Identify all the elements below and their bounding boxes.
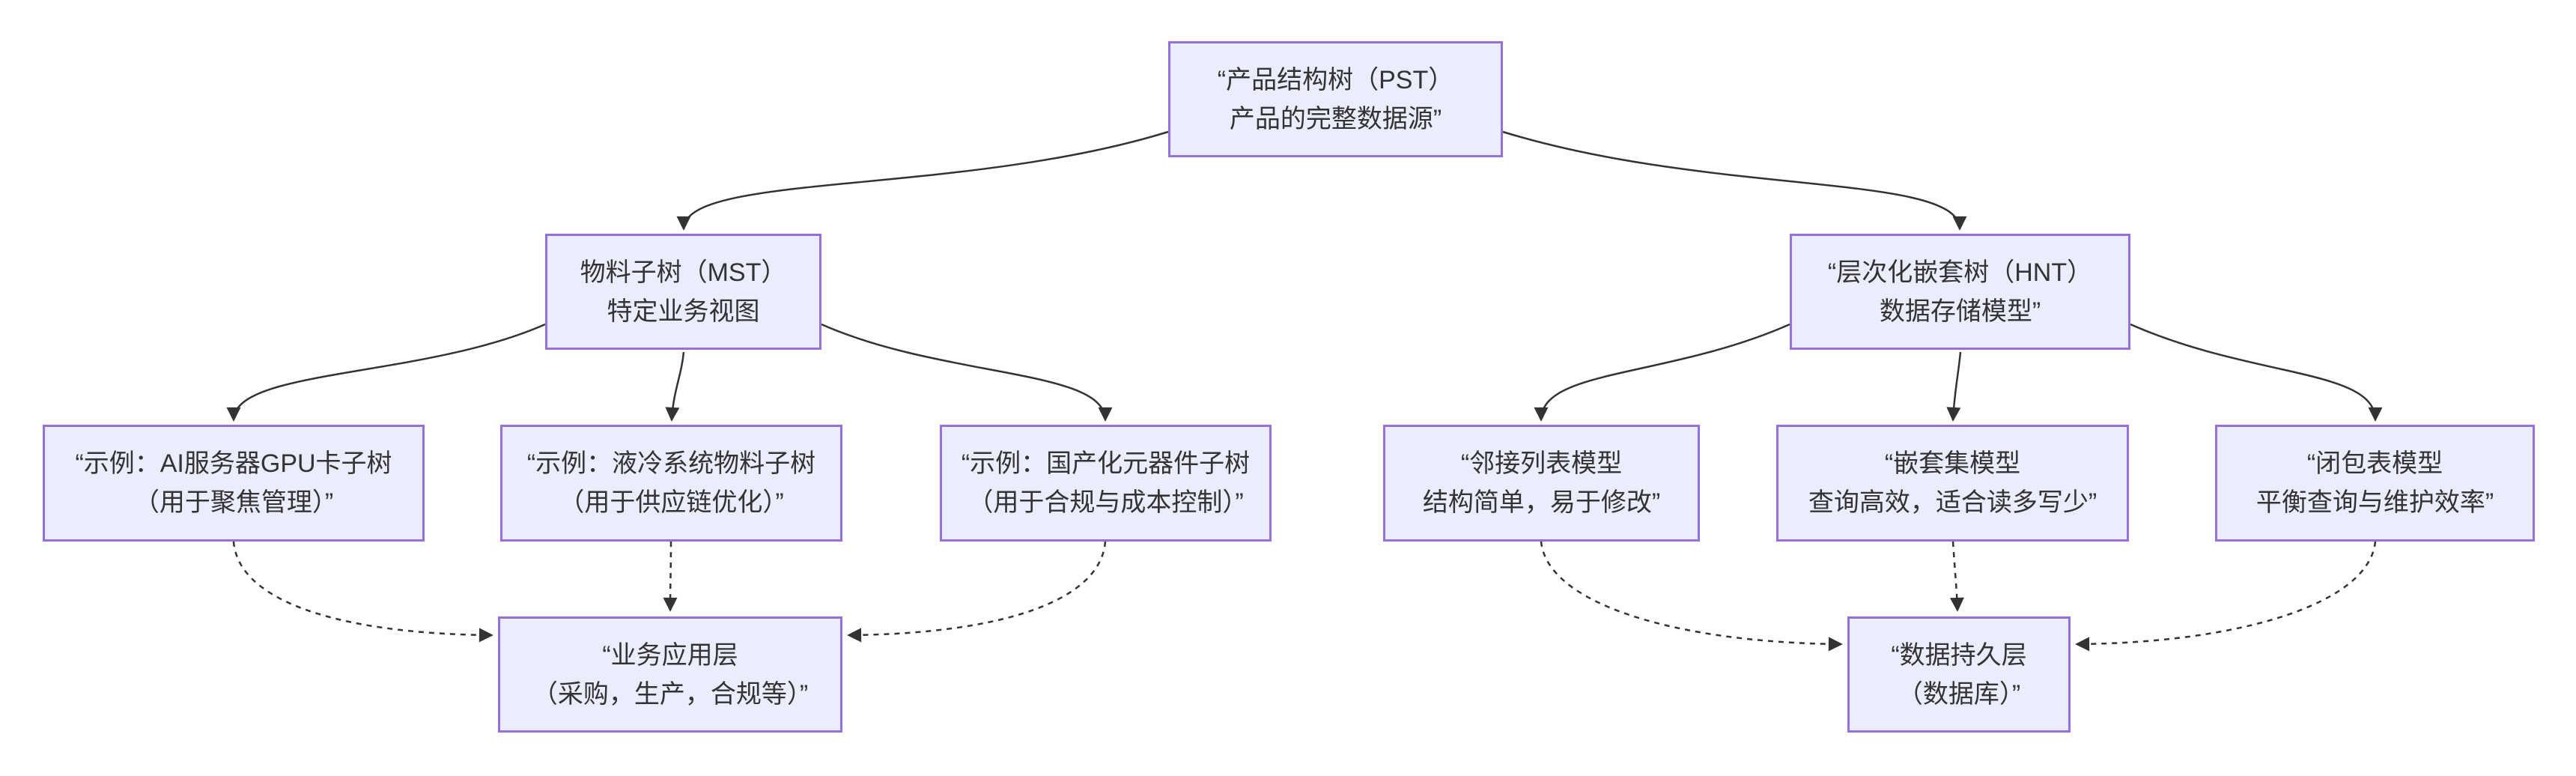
node-nested-set-model: “嵌套集模型 查询高效，适合读多写少” [1776,425,2129,542]
edge-root-mst [676,130,1169,231]
node-label-line: 特定业务视图 [607,297,760,326]
edge-nested-set-persistence [1949,541,1964,612]
node-label-line: “业务应用层 [602,640,738,670]
node-label-line: 查询高效，适合读多写少” [1808,488,2097,517]
node-example-domestic-subtree: “示例：国产化元器件子树 （用于合规与成本控制）” [940,425,1272,542]
node-label-line: “示例：国产化元器件子树 [961,449,1251,478]
node-label-line: “闭包表模型 [2306,449,2443,478]
node-label-line: 产品的完整数据源” [1229,104,1442,133]
node-label-line: “产品结构树（PST） [1217,65,1454,94]
node-business-application-layer: “业务应用层 （采购，生产，合规等）” [498,616,842,733]
node-label-line: 物料子树（MST） [580,258,787,287]
node-label-line: “嵌套集模型 [1884,449,2021,478]
node-label-line: 平衡查询与维护效率” [2255,488,2494,517]
node-hierarchical-nested-tree: “层次化嵌套树（HNT） 数据存储模型” [1790,234,2130,350]
node-label-line: 结构简单，易于修改” [1422,488,1661,517]
node-label-line: “示例：AI服务器GPU卡子树 [75,449,392,478]
node-label-line: “数据持久层 [1891,640,2027,670]
node-label-line: “层次化嵌套树（HNT） [1827,258,2093,287]
node-label-line: （采购，生产，合规等）” [532,679,809,709]
node-closure-table-model: “闭包表模型 平衡查询与维护效率” [2215,425,2535,542]
node-label-line: （数据库）” [1897,679,2021,709]
node-data-persistence-layer: “数据持久层 （数据库）” [1847,616,2071,733]
edge-root-hnt [1502,130,1967,231]
edge-hnt-closure [2130,323,2383,422]
edge-mst-example-gpu [226,323,546,422]
node-product-structure-tree: “产品结构树（PST） 产品的完整数据源” [1168,41,1503,157]
node-material-subtree: 物料子树（MST） 特定业务视图 [545,234,821,350]
node-label-line: （用于聚焦管理）” [133,488,334,517]
node-label-line: （用于供应链优化）” [559,488,784,517]
node-adjacency-list-model: “邻接列表模型 结构简单，易于修改” [1383,425,1700,542]
edge-example-gpu-business [232,541,493,643]
edge-adjacency-persistence [1540,541,1843,652]
edge-example-cooling-business [663,541,678,612]
node-label-line: “邻接列表模型 [1460,449,1623,478]
node-example-cooling-subtree: “示例：液冷系统物料子树 （用于供应链优化）” [500,425,842,542]
node-label-line: “示例：液冷系统物料子树 [526,449,816,478]
node-example-gpu-subtree: “示例：AI服务器GPU卡子树 （用于聚焦管理）” [43,425,425,542]
edge-mst-example-domestic [821,323,1113,422]
edge-hnt-adjacency [1534,323,1790,422]
edge-closure-persistence [2075,541,2377,652]
node-label-line: （用于合规与成本控制）” [967,488,1244,517]
node-label-line: 数据存储模型” [1879,297,2041,326]
edge-mst-example-cooling [665,351,685,422]
edge-example-domestic-business [847,541,1107,643]
edge-hnt-nested-set [1946,351,1962,422]
